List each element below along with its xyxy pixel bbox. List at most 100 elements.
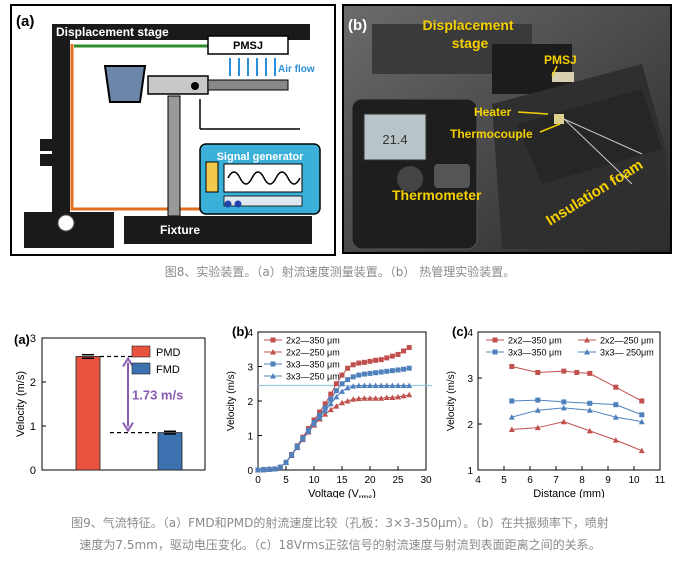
data-point	[389, 368, 395, 374]
x-axis-label-end: )	[372, 488, 376, 498]
legend-swatch	[131, 362, 151, 375]
thermocouple-label: Thermocouple	[450, 127, 533, 141]
data-point	[322, 411, 329, 417]
data-point	[361, 395, 368, 401]
legend-label: PMD	[156, 347, 181, 359]
photo-displacement-stage-label: Displacement stage	[423, 17, 518, 51]
data-point	[344, 384, 351, 391]
data-point	[367, 370, 373, 376]
pmsj-label: PMSJ	[233, 40, 263, 52]
data-point	[350, 362, 356, 368]
data-point	[406, 345, 412, 351]
data-point	[612, 414, 619, 420]
data-point	[355, 382, 362, 388]
data-point	[372, 382, 379, 388]
data-point	[401, 366, 407, 372]
bar-pmd	[75, 356, 101, 471]
data-point	[299, 435, 306, 442]
y-tick-label: 2	[247, 397, 253, 408]
data-point	[356, 372, 362, 378]
y-tick-label: 3	[30, 333, 36, 345]
legend-label: 3x3— 250μm	[600, 348, 654, 358]
legend-marker	[584, 349, 590, 355]
data-point	[612, 437, 619, 443]
data-point	[361, 371, 367, 377]
legend-label: 2x2—350 μm	[508, 336, 562, 346]
y-axis-label: Velocity (m/s)	[226, 371, 237, 431]
data-point	[333, 393, 340, 400]
data-point	[311, 420, 317, 427]
data-point	[367, 382, 373, 388]
data-point	[638, 418, 645, 425]
difference-annotation: 1.73 m/s	[132, 388, 183, 403]
data-point	[406, 365, 412, 371]
y-tick-label: 4	[247, 328, 253, 339]
data-point	[339, 372, 345, 378]
data-point	[260, 466, 267, 473]
bar-fmd	[157, 432, 183, 471]
fig9-caption-line1: 图9、气流特征。（a）FMD和PMD的射流速度比较（孔板：3×3-350μm）。…	[71, 516, 609, 530]
x-tick-label: 5	[501, 475, 507, 486]
fixture-label: Fixture	[160, 223, 200, 237]
data-point	[535, 397, 541, 403]
x-tick-label: 0	[255, 475, 261, 486]
fig9-caption: 图9、气流特征。（a）FMD和PMD的射流速度比较（孔板：3×3-350μm）。…	[0, 512, 680, 556]
x-tick-label: 4	[475, 475, 481, 486]
legend-marker	[492, 337, 498, 343]
data-point	[561, 368, 567, 374]
data-point	[378, 382, 385, 388]
x-tick-label: 30	[420, 475, 432, 486]
fig8-panel-b: 21.4 Displacement stage PMSJ Heater Ther…	[342, 4, 672, 254]
data-point	[384, 355, 390, 361]
data-point	[378, 369, 384, 375]
y-axis-label: Velocity (m/s)	[446, 371, 457, 431]
data-point	[509, 364, 515, 369]
arrow-head	[122, 356, 134, 368]
x-axis-label-main: Voltage (V	[308, 488, 359, 498]
x-tick-label: 7	[553, 475, 559, 486]
thermometer-label: Thermometer	[392, 187, 482, 203]
x-axis-label: Voltage (Vrms)	[308, 488, 376, 498]
x-tick-label: 10	[308, 475, 320, 486]
displacement-stage-label: Displacement stage	[56, 25, 169, 39]
x-tick-label: 15	[336, 475, 348, 486]
data-point	[384, 368, 390, 374]
plot-frame	[41, 337, 206, 471]
thermometer-display: 21.4	[382, 132, 407, 147]
data-point	[350, 383, 357, 389]
data-point	[288, 452, 295, 458]
x-tick-label: 8	[579, 475, 585, 486]
data-point	[378, 395, 385, 401]
data-point	[586, 427, 593, 434]
data-point	[266, 466, 273, 472]
data-point	[401, 348, 407, 354]
data-point	[305, 428, 312, 434]
data-point	[574, 369, 580, 375]
heater-label: Heater	[474, 105, 512, 119]
data-point	[561, 399, 567, 405]
legend-marker	[492, 349, 498, 355]
panel-label: (a)	[14, 332, 30, 347]
data-point	[367, 358, 373, 364]
y-tick-label: 1	[30, 421, 36, 433]
fixture-knob	[57, 214, 75, 232]
x-tick-label: 20	[364, 475, 376, 486]
data-point	[613, 384, 619, 390]
plot-frame	[477, 331, 661, 471]
data-point	[345, 365, 351, 371]
data-point	[361, 382, 368, 388]
panel-label: (c)	[452, 324, 468, 339]
data-point	[255, 467, 261, 473]
x-tick-label: 25	[392, 475, 404, 486]
data-point	[356, 360, 362, 366]
data-point	[395, 393, 401, 400]
x-axis-label-sub: rms	[359, 493, 372, 498]
legend-label: 2x2—350 μm	[286, 336, 340, 346]
data-point	[638, 447, 645, 454]
data-point	[294, 444, 301, 450]
photo-displacement-stage-line1: Displacement	[423, 17, 514, 33]
series-line	[511, 407, 642, 423]
data-point	[372, 395, 379, 401]
legend-marker	[270, 337, 276, 343]
data-point	[327, 400, 334, 407]
